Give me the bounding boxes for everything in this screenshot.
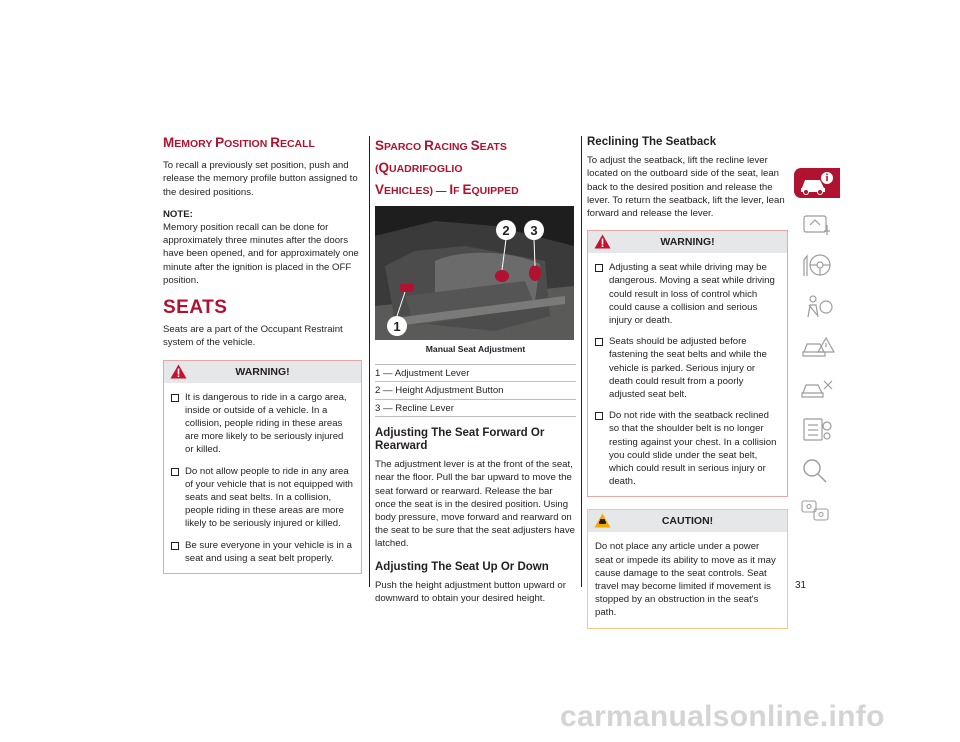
heading-up-down: Adjusting The Seat Up Or Down — [375, 560, 549, 573]
reclining-text: To adjust the seatback, lift the recline… — [587, 155, 785, 220]
callout-1: 1 — [393, 319, 400, 334]
nav-tab-car-info[interactable] — [794, 168, 840, 198]
caution-label: CAUTION! — [661, 515, 714, 528]
warning-triangle-icon — [594, 234, 611, 249]
seatbelt-airbag-icon — [807, 295, 833, 318]
caution-text: Do not place any article under a power s… — [595, 541, 776, 619]
legend-item: 3 — Recline Lever — [375, 400, 576, 417]
nav-tab-service[interactable] — [794, 373, 840, 403]
callout-3: 3 — [530, 223, 537, 238]
page-number: 31 — [795, 580, 807, 591]
checkbox-bullet-icon — [171, 393, 179, 402]
memory-recall-text: To recall a previously set position, pus… — [163, 160, 358, 198]
watermark: carmanualsonline.info — [560, 700, 885, 733]
warning-item: Do not allow people to ride in any area … — [171, 465, 354, 531]
heading-forward-rearward: Adjusting The Seat Forward Or Rearward — [375, 426, 545, 453]
multilingual-icon — [801, 500, 829, 521]
manual-seat-adjustment-image: 2 3 1 — [375, 206, 574, 340]
checkbox-bullet-icon — [595, 338, 603, 347]
warning-triangle-icon — [170, 364, 187, 379]
nav-tab-dashboard[interactable] — [794, 209, 840, 239]
column-divider-2 — [581, 136, 582, 587]
sparco-seats-title: Sparco Racing Seats (Quadrifoglio Vehicl… — [375, 138, 519, 197]
checkbox-bullet-icon — [595, 412, 603, 421]
checkbox-bullet-icon — [595, 264, 603, 273]
car-service-icon — [801, 380, 833, 398]
nav-tab-emergency[interactable] — [794, 332, 840, 362]
note-text: Memory position recall can be done for a… — [163, 222, 359, 286]
warning-item: Seats should be adjusted before fastenin… — [595, 335, 780, 401]
warning-item: Do not ride with the seatback reclined s… — [595, 409, 780, 488]
caution-car-icon — [594, 513, 611, 528]
search-icon — [803, 459, 827, 483]
car-info-icon — [801, 172, 833, 195]
dashboard-warning-icon — [803, 215, 830, 235]
column-divider-1 — [369, 136, 370, 587]
column-2: Sparco Racing Seats (Quadrifoglio Vehicl… — [375, 136, 576, 614]
callout-2: 2 — [502, 223, 509, 238]
seats-text: Seats are a part of the Occupant Restrai… — [163, 324, 343, 349]
up-down-text: Push the height adjustment button upward… — [375, 579, 566, 605]
warning-header: WARNING! — [588, 231, 787, 254]
note-label: NOTE: — [163, 208, 193, 220]
figure-caption: Manual Seat Adjustment — [425, 344, 526, 354]
side-navigation — [794, 168, 844, 537]
warning-item: Be sure everyone in your vehicle is in a… — [171, 539, 354, 565]
legend-item: 2 — Height Adjustment Button — [375, 382, 576, 400]
warning-header: WARNING! — [164, 360, 361, 383]
column-1: Memory Position Recall To recall a previ… — [163, 136, 362, 586]
nav-tab-steering[interactable] — [794, 250, 840, 280]
nav-tab-specifications[interactable] — [794, 414, 840, 444]
checkbox-bullet-icon — [171, 541, 179, 550]
warning-box: WARNING! It is dangerous to ride in a ca… — [163, 359, 362, 575]
steering-wheel-icon — [803, 254, 831, 276]
warning-item: Adjusting a seat while driving may be da… — [595, 261, 780, 327]
caution-header: CAUTION! — [588, 510, 787, 533]
checkbox-bullet-icon — [171, 467, 179, 476]
nav-tab-safety[interactable] — [794, 291, 840, 321]
checklist-icon — [803, 418, 832, 441]
nav-tab-index[interactable] — [794, 455, 840, 485]
legend: 1 — Adjustment Lever 2 — Height Adjustme… — [375, 364, 576, 417]
memory-position-recall-title: Memory Position Recall — [163, 135, 315, 150]
warning-item: It is dangerous to ride in a cargo area,… — [171, 391, 354, 457]
seats-title: SEATS — [163, 297, 228, 319]
warning-label: WARNING! — [235, 365, 290, 378]
legend-item: 1 — Adjustment Lever — [375, 364, 576, 383]
car-emergency-icon — [802, 336, 836, 357]
nav-tab-languages[interactable] — [794, 496, 840, 526]
heading-reclining: Reclining The Seatback — [587, 136, 717, 148]
forward-rearward-text: The adjustment lever is at the front of … — [375, 459, 575, 550]
column-3: Reclining The Seatback To adjust the sea… — [587, 136, 788, 641]
warning-label: WARNING! — [660, 236, 715, 249]
warning-box: WARNING! Adjusting a seat while driving … — [587, 230, 788, 498]
caution-box: CAUTION! Do not place any article under … — [587, 509, 788, 629]
